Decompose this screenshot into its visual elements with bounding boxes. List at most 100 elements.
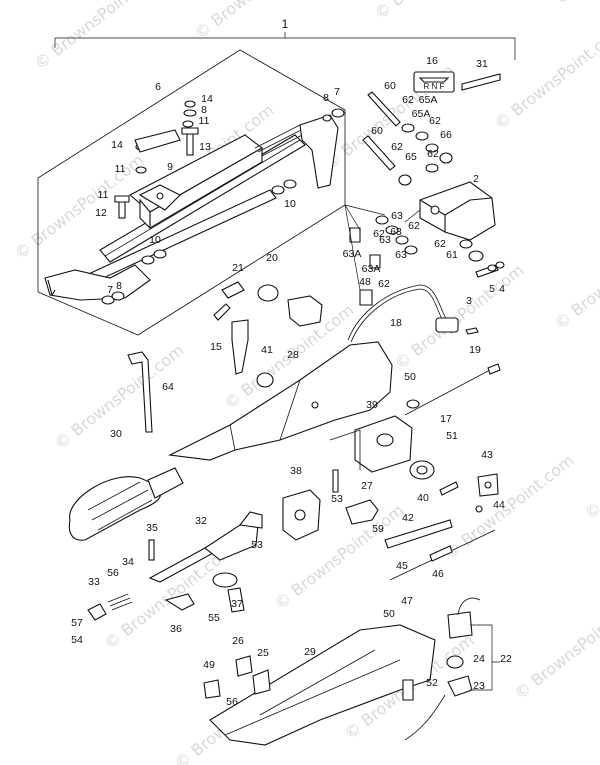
watermark-text: © BrownsPoint.com [371, 0, 508, 23]
callout-17: 17 [440, 413, 452, 425]
callout-19: 19 [469, 344, 481, 356]
callout-33: 33 [88, 576, 100, 588]
callout-61: 61 [446, 249, 458, 261]
callout-35: 35 [146, 522, 158, 534]
callout-44: 44 [493, 499, 505, 511]
callout-38: 38 [290, 465, 302, 477]
callout-14b: 14 [111, 139, 123, 151]
watermark-text: © BrownsPoint.com [551, 0, 600, 8]
watermark-text: © BrownsPoint.com [31, 0, 168, 73]
callout-54: 54 [71, 634, 83, 646]
callout-64: 64 [162, 381, 174, 393]
callout-27: 27 [361, 480, 373, 492]
callout-23: 23 [473, 680, 485, 692]
callout-3: 3 [466, 295, 472, 307]
callout-63A2: 63A [362, 263, 381, 275]
tiller-shaft-assembly [44, 100, 345, 305]
callout-40: 40 [417, 492, 429, 504]
callout-34: 34 [122, 556, 134, 568]
callout-63A1: 63A [343, 248, 362, 260]
callout-37: 37 [231, 598, 243, 610]
callout-6: 6 [155, 81, 161, 93]
callout-48: 48 [359, 276, 371, 288]
callout-52: 52 [426, 677, 438, 689]
callout-11c: 11 [98, 189, 109, 201]
callout-20: 20 [266, 252, 278, 264]
callout-29: 29 [304, 646, 316, 658]
throttle-linkage-and-frame [87, 489, 500, 746]
callout-24: 24 [473, 653, 485, 665]
callout-2: 2 [473, 173, 479, 185]
callout-57: 57 [71, 617, 83, 629]
callout-63d: 63 [395, 249, 407, 261]
callout-25: 25 [257, 647, 269, 659]
callout-62b: 62 [429, 115, 441, 127]
callout-4: 4 [499, 283, 505, 295]
callout-9: 9 [167, 161, 173, 173]
callout-5: 5 [489, 283, 495, 295]
callout-7a: 7 [334, 86, 340, 98]
callout-65b: 65A [412, 108, 431, 120]
callout-14a: 14 [201, 93, 213, 105]
callout-59: 59 [372, 523, 384, 535]
callout-12: 12 [95, 207, 107, 219]
callout-11a: 11 [199, 115, 210, 127]
callout-18: 18 [390, 317, 402, 329]
callout-62e: 62 [373, 228, 385, 240]
callout-10a: 10 [284, 198, 296, 210]
callout-1: 1 [282, 17, 289, 31]
callout-7b: 7 [107, 284, 113, 296]
watermark-text: © BrownsPoint.com [551, 221, 600, 334]
callout-63b: 63 [390, 226, 402, 238]
callout-51: 51 [446, 430, 458, 442]
callout-63c: 63 [379, 234, 391, 246]
callout-60a: 60 [384, 80, 396, 92]
ignition-and-throttle-parts [68, 281, 501, 541]
callout-11b: 11 [115, 163, 126, 175]
callout-10b: 10 [149, 234, 161, 246]
watermark-text: © BrownsPoint.com [191, 0, 328, 43]
watermark-text: © BrownsPoint.com [391, 261, 528, 374]
callout-49: 49 [203, 659, 215, 671]
callout-32: 32 [195, 515, 207, 527]
callout-62a: 62 [402, 94, 414, 106]
callout-16: 16 [426, 55, 438, 67]
callout-21: 21 [232, 262, 244, 274]
callout-53a: 53 [331, 493, 343, 505]
shift-bracket-assembly: R N F [344, 71, 505, 306]
callout-62d: 62 [427, 148, 439, 160]
callout-45: 45 [396, 560, 408, 572]
callout-46: 46 [432, 568, 444, 580]
assembly-1-bracket [54, 32, 516, 60]
callout-55: 55 [208, 612, 220, 624]
callout-28: 28 [287, 349, 299, 361]
callout-39: 39 [366, 399, 378, 411]
callout-42: 42 [402, 512, 414, 524]
callout-22: 22 [500, 653, 512, 665]
callout-62g: 62 [434, 238, 446, 250]
callout-62h: 62 [378, 278, 390, 290]
callout-62c: 62 [391, 141, 403, 153]
callout-63a: 63 [391, 210, 403, 222]
callout-26: 26 [232, 635, 244, 647]
callout-8a: 8 [201, 104, 207, 116]
callout-56b: 56 [226, 696, 238, 708]
callout-62f: 62 [408, 220, 420, 232]
callout-30: 30 [110, 428, 122, 440]
callout-56a: 56 [107, 567, 119, 579]
callout-13: 13 [199, 141, 211, 153]
callout-8c: 8 [116, 280, 122, 292]
callout-36: 36 [170, 623, 182, 635]
watermark-text: © BrownsPoint.com [511, 591, 600, 704]
callout-41: 41 [261, 344, 273, 356]
callout-60b: 60 [371, 125, 383, 137]
callout-50a: 50 [404, 371, 416, 383]
callout-53b: 53 [251, 539, 263, 551]
callout-66: 66 [440, 129, 452, 141]
callout-15: 15 [210, 341, 222, 353]
callout-50b: 50 [383, 608, 395, 620]
watermark-text: © BrownsPoint.com [581, 411, 600, 524]
